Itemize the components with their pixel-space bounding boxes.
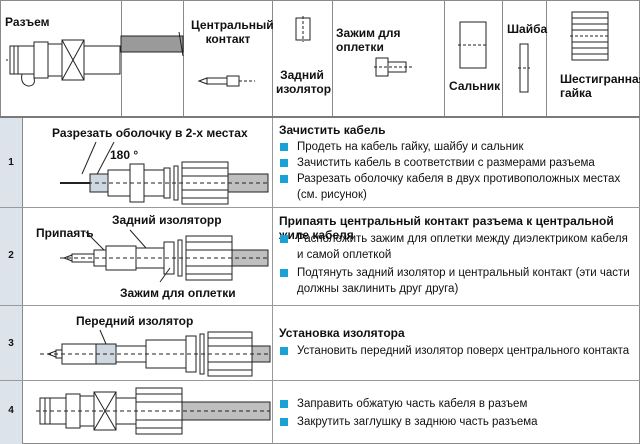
step2-title: Припаять центральный контакт разъема к ц… — [279, 214, 614, 242]
part-cell-center-contact: Центральный контакт — [183, 0, 274, 116]
part-cell-braid-clamp: Зажим для оплетки — [332, 0, 445, 116]
step2-bullet-1-text: Расположить зажим для оплетки между диэл… — [297, 233, 628, 245]
step2-bullets: Расположить зажим для оплетки между диэл… — [280, 231, 630, 297]
step-number-column — [0, 118, 23, 444]
step1-bullet-3: Разрезать оболочку кабеля в двух противо… — [280, 171, 620, 187]
part-label-hex-nut: Шестигранная гайка — [560, 72, 640, 100]
bullet-icon — [280, 400, 288, 408]
step3-drawing — [40, 329, 271, 377]
bnc-connector-drawing — [6, 39, 121, 87]
step1-bullet-2-text: Зачистить кабель в соответствии с размер… — [297, 157, 595, 169]
bullet-icon — [280, 235, 288, 243]
part-cell-gland: Сальник — [444, 0, 503, 116]
step4-bullet-2-text: Закрутить заглушку в заднюю часть разъем… — [297, 416, 538, 428]
center-contact-line-1: Центральный — [191, 18, 274, 32]
gland-drawing — [458, 21, 488, 69]
step1-bullet-3-cont: (см. рисунок) — [280, 187, 620, 203]
step2-bullet-2-cont: должны заклинить друг друга) — [280, 281, 630, 297]
step2-bullet-2-cont-text: должны заклинить друг друга) — [297, 283, 459, 295]
washer-drawing — [518, 43, 530, 93]
step4-drawing — [36, 387, 271, 435]
header-divider — [0, 116, 640, 118]
hex-nut-line-2: гайка — [560, 86, 592, 100]
step2-drawing — [60, 229, 270, 283]
part-label-braid-clamp: Зажим для оплетки — [336, 26, 401, 54]
part-cell-washer: Шайба — [502, 0, 547, 116]
step2-label-solder: Припаять — [36, 226, 94, 240]
row-divider-3 — [0, 380, 640, 381]
step4-bullet-1-text: Заправить обжатую часть кабеля в разъем — [297, 398, 528, 410]
part-cell-cable — [120, 0, 184, 116]
hex-nut-drawing — [570, 11, 610, 61]
step3-bullet-1-text: Установить передний изолятор поверх цент… — [297, 345, 630, 357]
hex-nut-line-1: Шестигранная — [560, 72, 640, 86]
step1-label-angle: 180 ° — [110, 148, 139, 162]
step2-bullet-1: Расположить зажим для оплетки между диэл… — [280, 231, 630, 247]
bullet-icon — [280, 347, 288, 355]
part-cell-hex-nut: Шестигранная гайка — [546, 0, 640, 116]
step2-bullet-1-cont: и самой оплеткой — [280, 247, 630, 263]
step2-bullet-2-text: Подтянуть задний изолятор и центральный … — [297, 267, 630, 279]
center-contact-drawing — [197, 75, 255, 87]
step1-bullet-3-cont-text: (см. рисунок) — [297, 189, 367, 201]
step1-drawing — [60, 141, 270, 205]
step1-bullet-2: Зачистить кабель в соответствии с размер… — [280, 155, 620, 171]
text-column-divider — [272, 118, 273, 444]
step-number: 2 — [8, 250, 14, 261]
step1-label-cut: Разрезать оболочку в 2-х местах — [52, 126, 248, 140]
cable-drawing — [120, 31, 184, 57]
step3-title: Установка изолятора — [279, 326, 405, 340]
step1-bullet-1-text: Продеть на кабель гайку, шайбу и сальник — [297, 141, 524, 153]
part-cell-rear-insulator: Задний изолятор — [272, 0, 333, 116]
step4-bullet-2: Закрутить заглушку в заднюю часть разъем… — [280, 413, 538, 431]
step1-bullet-1: Продеть на кабель гайку, шайбу и сальник — [280, 139, 620, 155]
bullet-icon — [280, 143, 288, 151]
step2-bullet-2: Подтянуть задний изолятор и центральный … — [280, 265, 630, 281]
bullet-icon — [280, 418, 288, 426]
bullet-icon — [280, 175, 288, 183]
part-label-connector: Разъем — [5, 15, 50, 29]
row-divider-1 — [0, 207, 640, 208]
bullet-icon — [280, 159, 288, 167]
part-label-washer: Шайба — [507, 22, 548, 36]
row-divider-2 — [0, 305, 640, 306]
braid-clamp-drawing — [374, 57, 414, 77]
part-cell-connector: Разъем — [0, 0, 122, 116]
rear-insulator-drawing — [295, 16, 311, 42]
part-label-center-contact: Центральный контакт — [191, 18, 274, 46]
step3-bullet-1: Установить передний изолятор поверх цент… — [280, 343, 629, 359]
step1-bullet-3-text: Разрезать оболочку кабеля в двух противо… — [297, 173, 621, 185]
step1-title: Зачистить кабель — [279, 123, 386, 137]
part-label-rear-insulator: Задний изолятор — [276, 68, 332, 96]
bullet-icon — [280, 269, 288, 277]
rear-insulator-line-1: Задний — [280, 68, 324, 82]
step3-bullets: Установить передний изолятор поверх цент… — [280, 343, 629, 359]
step-number: 3 — [8, 338, 14, 349]
step2-label-rear-insulator: Задний изоляторр — [112, 213, 222, 227]
part-label-gland: Сальник — [449, 79, 501, 93]
step2-bullet-1-cont-text: и самой оплеткой — [297, 249, 392, 261]
step2-label-braid-clamp: Зажим для оплетки — [120, 286, 236, 300]
center-contact-line-2: контакт — [205, 32, 251, 46]
step4-bullet-1: Заправить обжатую часть кабеля в разъем — [280, 395, 538, 413]
step-number: 1 — [8, 157, 14, 168]
step1-bullets: Продеть на кабель гайку, шайбу и сальник… — [280, 139, 620, 203]
rear-insulator-line-2: изолятор — [276, 82, 332, 96]
step4-bullets: Заправить обжатую часть кабеля в разъем … — [280, 395, 538, 431]
step3-label-front-insulator: Передний изолятор — [76, 314, 194, 328]
step-number: 4 — [8, 405, 14, 416]
